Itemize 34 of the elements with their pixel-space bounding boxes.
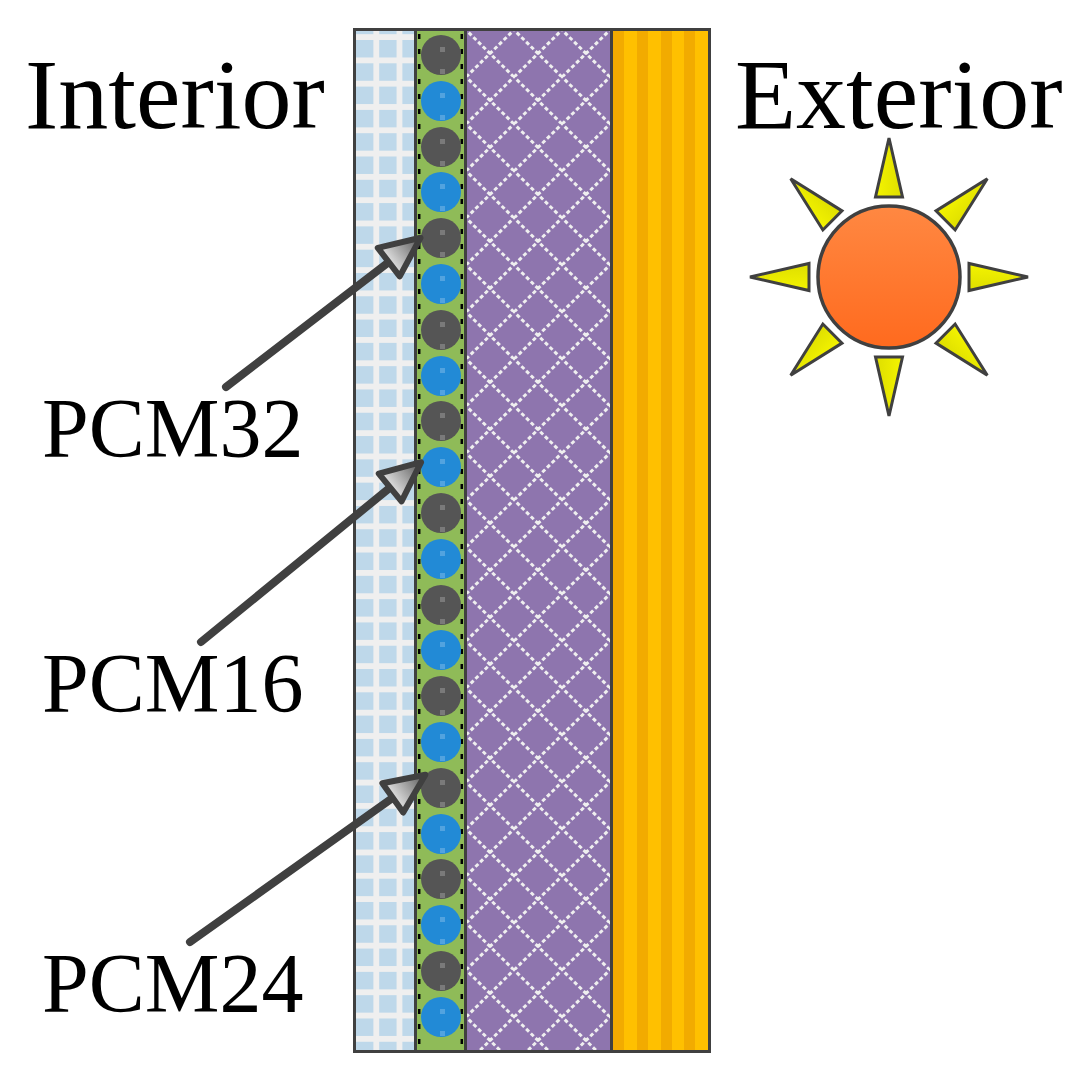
pcm-particle (420, 813, 461, 854)
pcm-particle (420, 859, 461, 900)
pcm-particle (420, 493, 461, 533)
leader-arrow (222, 233, 425, 391)
pcm-particle (420, 767, 461, 808)
pcm-particle (420, 126, 461, 167)
pcm-particle (420, 951, 461, 991)
pcm-particle (420, 447, 461, 488)
callout-label: PCM24 (42, 942, 304, 1026)
pcm-particle (420, 218, 461, 259)
pcm-particle (420, 35, 461, 75)
pcm-particle (420, 264, 461, 304)
pcm-particle (420, 905, 461, 946)
pcm-particle (420, 584, 461, 625)
callout-label: PCM32 (42, 387, 304, 471)
pcm-particle (420, 722, 461, 762)
zone-label: Exterior (735, 45, 1063, 145)
wall-layer (613, 28, 711, 1053)
leader-arrow (186, 770, 430, 946)
pcm-particle (420, 630, 461, 671)
pcm-particle (420, 538, 461, 579)
pcm-layer (417, 28, 467, 1053)
pcm-particle (420, 80, 461, 121)
wall-layer (353, 28, 417, 1053)
pcm-particle (420, 676, 461, 717)
zone-label: Interior (25, 45, 325, 145)
pcm-particle (420, 401, 461, 442)
leader-arrow (197, 458, 426, 646)
pcm-particle (420, 996, 461, 1037)
pcm-particle (420, 309, 461, 350)
callout-label: PCM16 (42, 642, 304, 726)
wall-layer (467, 28, 613, 1053)
pcm-particle (420, 172, 461, 213)
pcm-particle (420, 355, 461, 396)
